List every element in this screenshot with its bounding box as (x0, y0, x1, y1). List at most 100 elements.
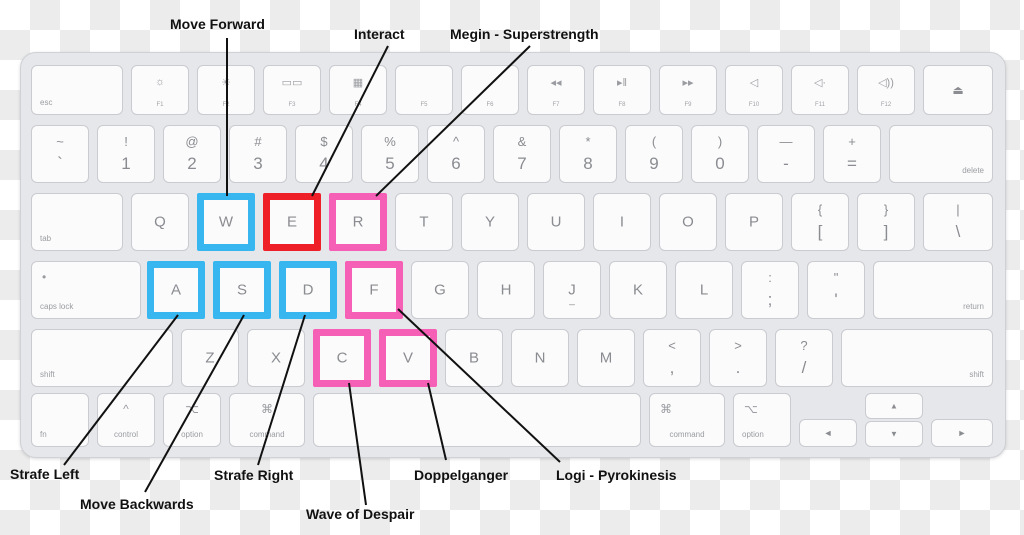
key-quote[interactable]: "' (807, 261, 865, 319)
key-0[interactable]: )0 (691, 125, 749, 183)
key-2-top: @ (185, 134, 199, 149)
key-delete[interactable]: delete (889, 125, 993, 183)
key-option-right[interactable]: ⌥option (733, 393, 791, 447)
key-6-bottom: 6 (451, 154, 461, 173)
arrow-up-icon: ▲ (890, 401, 898, 411)
key-t[interactable]: T (395, 193, 453, 251)
key-1[interactable]: !1 (97, 125, 155, 183)
key-h[interactable]: H (477, 261, 535, 319)
key-period-bottom: . (735, 358, 741, 377)
key-arrow-down[interactable]: ▼ (865, 421, 923, 447)
key-7[interactable]: &7 (493, 125, 551, 183)
key-i[interactable]: I (593, 193, 651, 251)
key-y[interactable]: Y (461, 193, 519, 251)
key-control-label: control (113, 430, 138, 439)
key-n[interactable]: N (511, 329, 569, 387)
key-minus[interactable]: —- (757, 125, 815, 183)
key-q[interactable]: Q (131, 193, 189, 251)
key-space[interactable] (313, 393, 641, 447)
key-p[interactable]: P (725, 193, 783, 251)
key-tab[interactable]: tab (31, 193, 123, 251)
key-f-label: F (369, 281, 379, 299)
key-q-label: Q (154, 213, 166, 231)
key-c[interactable]: C (313, 329, 371, 387)
key-shift-right[interactable]: shift (841, 329, 993, 387)
key-7-top: & (517, 134, 527, 149)
key-9[interactable]: (9 (625, 125, 683, 183)
key-p-label: P (748, 213, 759, 231)
key-z[interactable]: Z (181, 329, 239, 387)
key-f[interactable]: F (345, 261, 403, 319)
key-f3[interactable]: ▭▭F3 (263, 65, 321, 115)
key-equal[interactable]: += (823, 125, 881, 183)
key-f7[interactable]: ◂◂F7 (527, 65, 585, 115)
key-f1[interactable]: ☼F1 (131, 65, 189, 115)
key-a[interactable]: A (147, 261, 205, 319)
key-lbracket[interactable]: {[ (791, 193, 849, 251)
key-f12[interactable]: ◁))F12 (857, 65, 915, 115)
key-f10[interactable]: ◁ F10 (725, 65, 783, 115)
key-comma[interactable]: <, (643, 329, 701, 387)
key-shift-left[interactable]: shift (31, 329, 173, 387)
key-o[interactable]: O (659, 193, 717, 251)
rewind-icon: ◂◂ (550, 77, 562, 89)
key-arrow-left[interactable]: ◄ (799, 419, 857, 447)
key-f9[interactable]: ▸▸F9 (659, 65, 717, 115)
key-lbracket-top: { (817, 202, 823, 217)
key-semicolon[interactable]: :; (741, 261, 799, 319)
key-5[interactable]: %5 (361, 125, 419, 183)
key-s[interactable]: S (213, 261, 271, 319)
key-e-label: E (286, 213, 297, 231)
key-l[interactable]: L (675, 261, 733, 319)
key-v[interactable]: V (379, 329, 437, 387)
key-arrow-right[interactable]: ► (931, 419, 993, 447)
arrow-left-icon: ◄ (823, 428, 833, 438)
key-g[interactable]: G (411, 261, 469, 319)
key-8[interactable]: *8 (559, 125, 617, 183)
key-eject[interactable]: ⏏ (923, 65, 993, 115)
key-9-top: ( (651, 134, 657, 149)
key-6[interactable]: ^6 (427, 125, 485, 183)
key-0-top: ) (717, 134, 723, 149)
key-d[interactable]: D (279, 261, 337, 319)
key-esc[interactable]: esc (31, 65, 123, 115)
key-x[interactable]: X (247, 329, 305, 387)
key-f6[interactable]: F6 (461, 65, 519, 115)
mute-icon: ◁ (749, 77, 759, 89)
key-f10-label: F10 (748, 102, 760, 108)
key-k[interactable]: K (609, 261, 667, 319)
key-quote-top: " (833, 270, 839, 285)
key-f11[interactable]: ◁·F11 (791, 65, 849, 115)
key-j[interactable]: J_ (543, 261, 601, 319)
line-wave-of-despair (348, 382, 367, 506)
key-return[interactable]: return (873, 261, 993, 319)
key-caps-lock[interactable]: •caps lock (31, 261, 141, 319)
key-f5[interactable]: F5 (395, 65, 453, 115)
key-tilde[interactable]: ~` (31, 125, 89, 183)
key-o-label: O (682, 213, 694, 231)
key-lbracket-bottom: [ (817, 222, 823, 241)
key-fn[interactable]: fn (31, 393, 89, 447)
key-i-label: I (619, 213, 625, 231)
key-fn-label: fn (40, 430, 47, 439)
key-command-right[interactable]: ⌘command (649, 393, 725, 447)
key-f8[interactable]: ▸‖F8 (593, 65, 651, 115)
key-rbracket[interactable]: }] (857, 193, 915, 251)
key-h-label: H (500, 281, 512, 299)
key-2[interactable]: @2 (163, 125, 221, 183)
key-rbracket-top: } (883, 202, 889, 217)
key-arrow-up[interactable]: ▲ (865, 393, 923, 419)
key-1-top: ! (124, 134, 128, 149)
key-r-label: R (352, 213, 364, 231)
key-b[interactable]: B (445, 329, 503, 387)
key-3[interactable]: #3 (229, 125, 287, 183)
key-period[interactable]: >. (709, 329, 767, 387)
key-m[interactable]: M (577, 329, 635, 387)
key-w[interactable]: W (197, 193, 255, 251)
key-slash[interactable]: ?/ (775, 329, 833, 387)
key-r[interactable]: R (329, 193, 387, 251)
key-e[interactable]: E (263, 193, 321, 251)
key-c-label: C (336, 349, 348, 367)
key-backslash[interactable]: |\ (923, 193, 993, 251)
key-u[interactable]: U (527, 193, 585, 251)
